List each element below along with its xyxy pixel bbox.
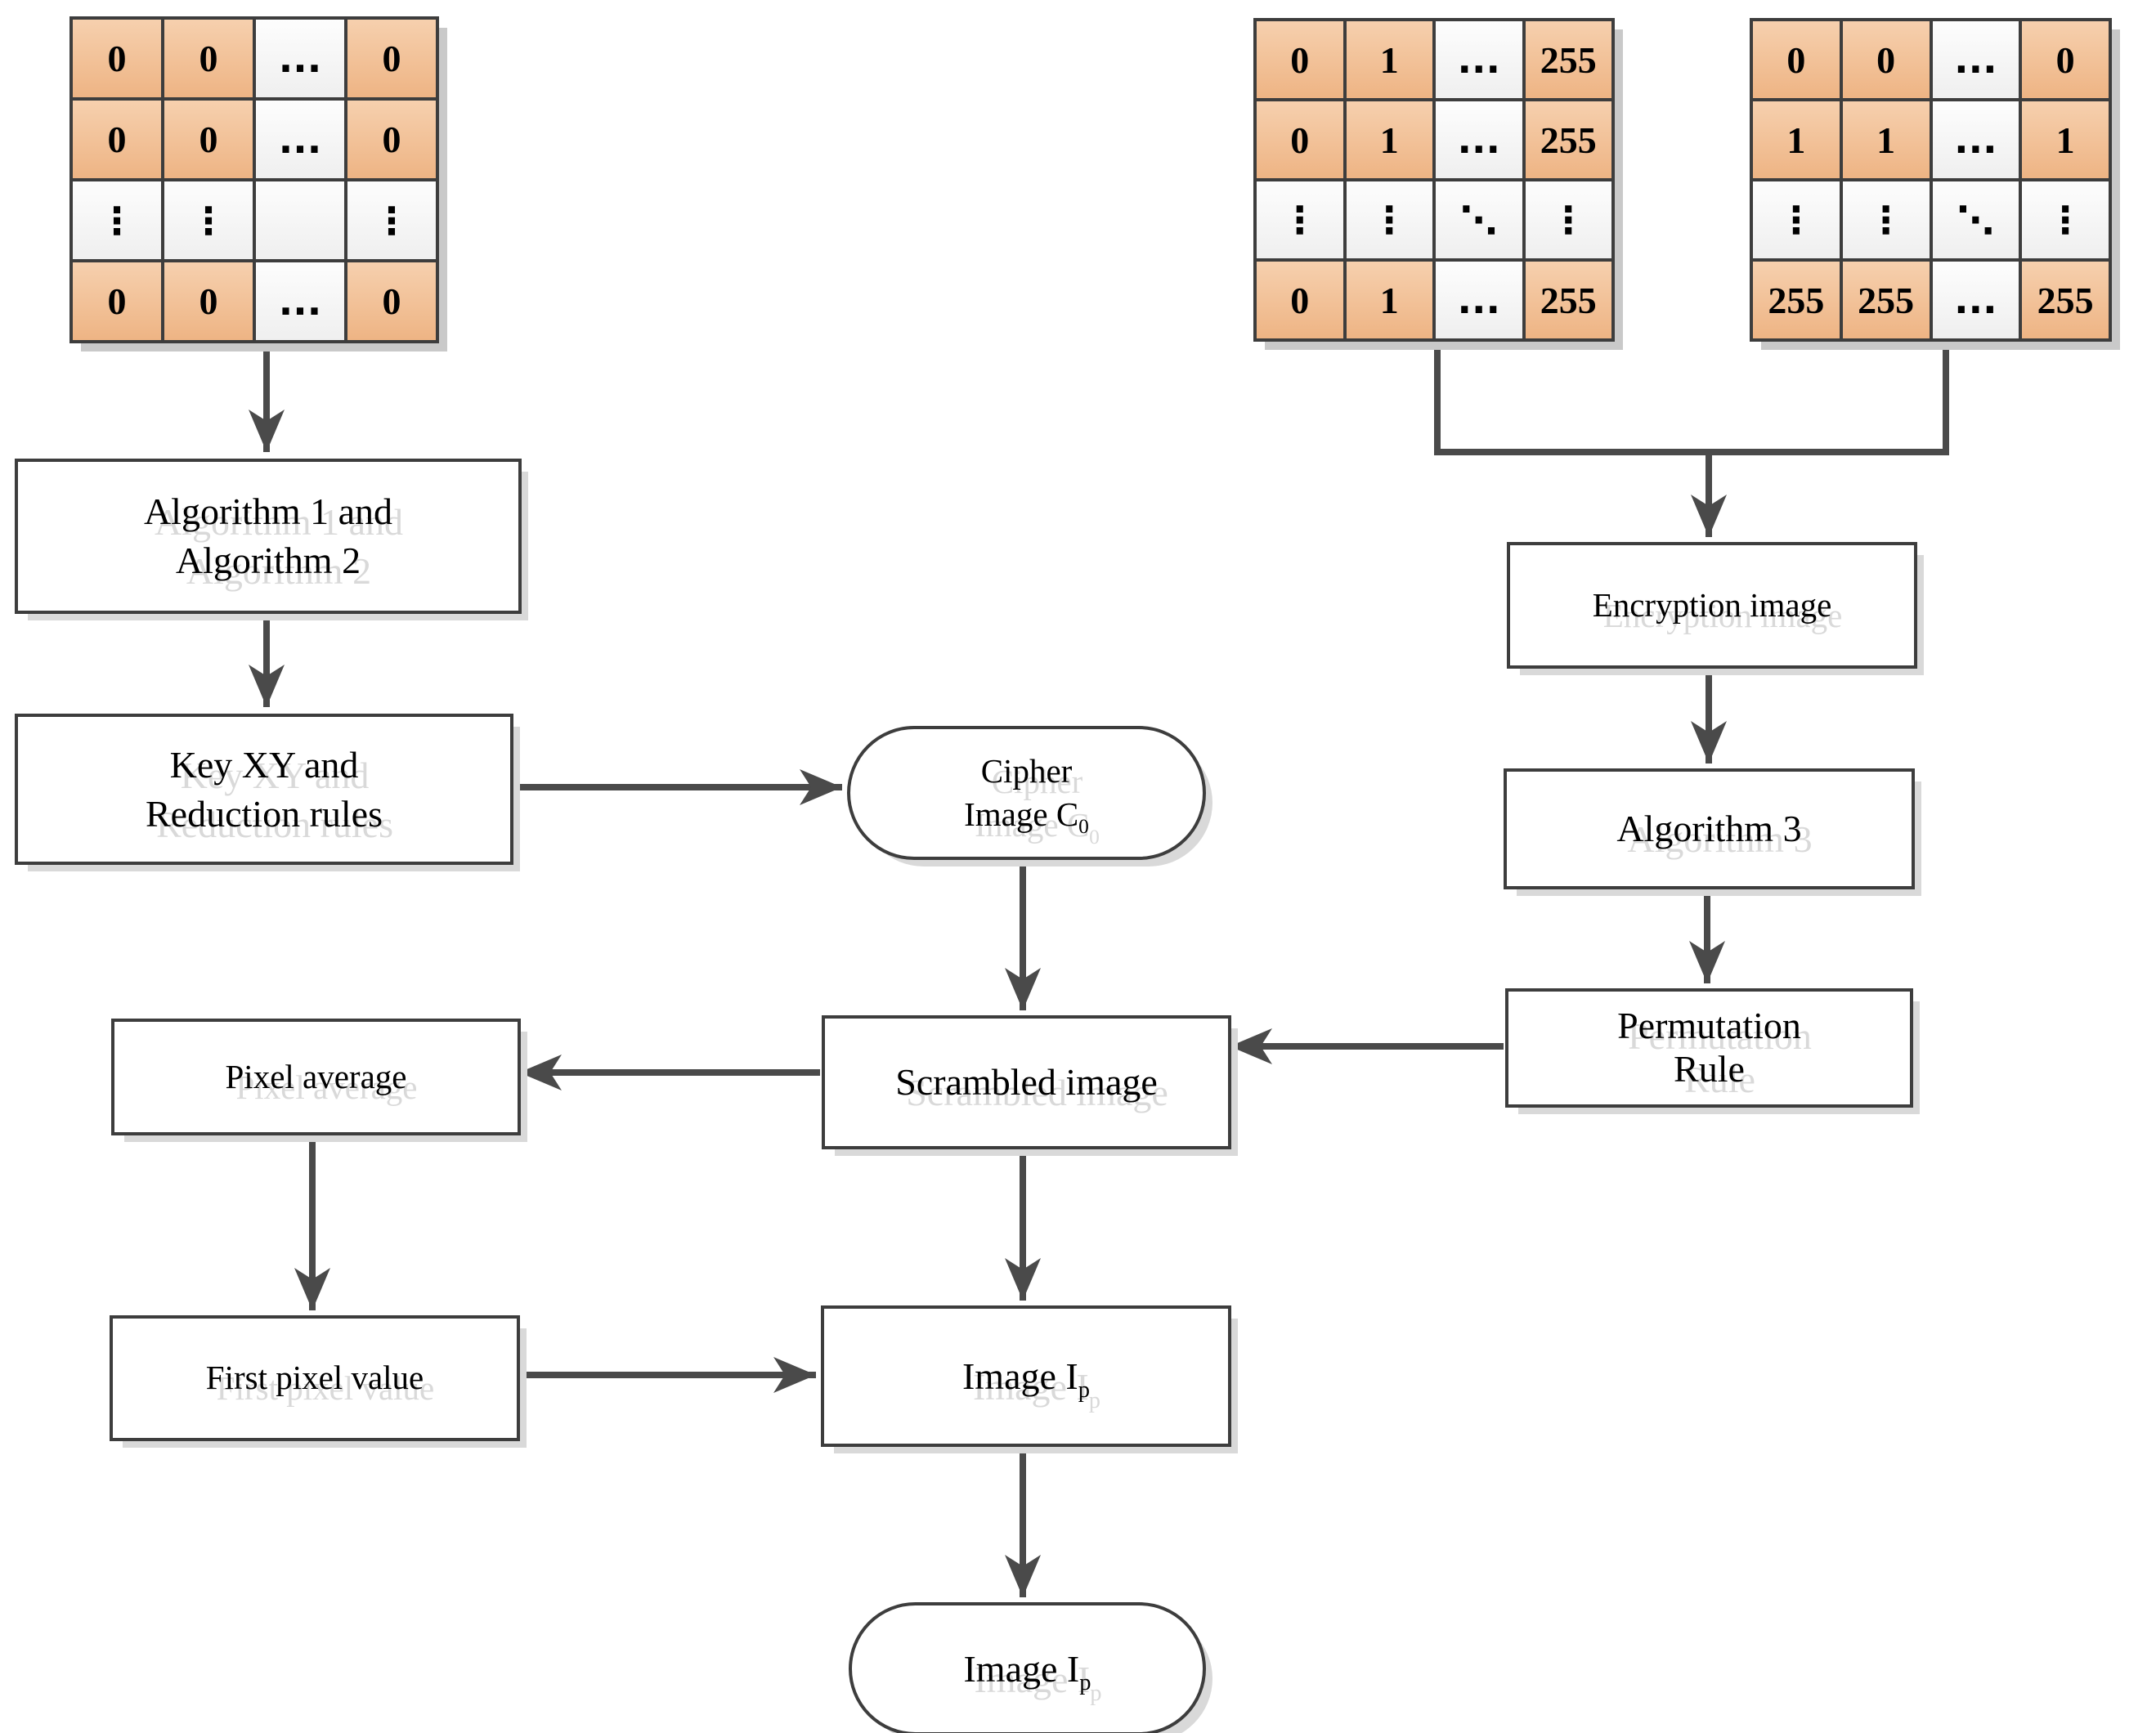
matrix-cell: 0 (161, 16, 256, 101)
matrix-cell: 255 (1839, 258, 1933, 342)
node-cipher-image-c0: Cipher Image C0 (847, 726, 1206, 860)
node-scrambled-image-label: Scrambled image (895, 1061, 1158, 1104)
node-image-ip-label: Image Ip (961, 1355, 1091, 1403)
matrix-cell: ... (1432, 98, 1526, 181)
matrix-cell: ⋮ (344, 178, 439, 262)
matrix-cell: ... (1929, 18, 2023, 101)
matrix-cell: ⋮ (2019, 178, 2112, 262)
matrix-cell: 0 (344, 259, 439, 343)
matrix-cell: 1 (1342, 18, 1436, 101)
node-image-ip-terminal-label: Image Ip (963, 1647, 1091, 1695)
matrix-cell: ⋱ (1432, 178, 1526, 262)
matrix-cell: 255 (1750, 258, 1843, 342)
node-key-xy-reduction-rules-label: Key XY and Reduction rules (146, 743, 383, 835)
matrix-cell: 0 (1839, 18, 1933, 101)
matrix-cell: ⋮ (1522, 178, 1615, 262)
matrix-cell: ⋱ (1929, 178, 2023, 262)
node-key-xy-reduction-rules: Key XY and Reduction rules (15, 714, 513, 865)
node-pixel-average-label: Pixel average (225, 1057, 407, 1095)
matrix-cell: ⋮ (161, 178, 256, 262)
matrix-cell: ... (1929, 258, 2023, 342)
node-image-ip: Image Ip (821, 1305, 1231, 1447)
matrix-cell: 1 (1342, 258, 1436, 342)
matrix-cell: 255 (1522, 258, 1615, 342)
node-permutation-rule-label: Permutation Rule (1617, 1005, 1801, 1090)
matrix-cell: ... (253, 16, 347, 101)
matrix-cell: 1 (1342, 98, 1436, 181)
matrix-cell: ... (253, 97, 347, 181)
matrix-cell: 255 (2019, 258, 2112, 342)
matrix-cell: 255 (1522, 18, 1615, 101)
node-first-pixel-value-label: First pixel value (205, 1359, 424, 1397)
matrix-cell: 1 (1839, 98, 1933, 181)
node-algorithm-3-label: Algorithm 3 (1616, 808, 1802, 850)
node-image-ip-terminal: Image Ip (849, 1602, 1206, 1733)
node-scrambled-image: Scrambled image (822, 1015, 1231, 1149)
matrix-cell: 0 (2019, 18, 2112, 101)
matrix-cell: ⋮ (1750, 178, 1843, 262)
node-cipher-image-c0-label: Cipher Image C0 (964, 751, 1089, 839)
matrix-cell: ⋮ (1839, 178, 1933, 262)
matrix-cell: ... (253, 259, 347, 343)
matrix-cell: 0 (161, 97, 256, 181)
matrix-cell: 0 (1750, 18, 1843, 101)
matrix-cell: 255 (1522, 98, 1615, 181)
matrix-cell: 0 (1253, 98, 1347, 181)
matrix-cell: 0 (1253, 258, 1347, 342)
matrix-cell: ... (1929, 98, 2023, 181)
node-first-pixel-value: First pixel value (110, 1315, 520, 1441)
matrix-cell: 0 (344, 16, 439, 101)
matrix-cell: ⋮ (69, 178, 164, 262)
connector-matrices-junction (1434, 342, 1949, 455)
node-algorithm-1-and-2-label: Algorithm 1 and Algorithm 2 (143, 490, 393, 581)
matrix-cell: 0 (69, 97, 164, 181)
matrix-cell: 0 (344, 97, 439, 181)
matrix-cell: ⋮ (1342, 178, 1436, 262)
node-encryption-image-label: Encryption image (1592, 585, 1832, 624)
matrix-cell: 1 (2019, 98, 2112, 181)
matrix-cell: ⋮ (1253, 178, 1347, 262)
node-pixel-average: Pixel average (111, 1019, 521, 1135)
node-permutation-rule: Permutation Rule (1505, 988, 1913, 1108)
matrix-cell: ... (1432, 18, 1526, 101)
matrix-cell: 1 (1750, 98, 1843, 181)
node-algorithm-1-and-2: Algorithm 1 and Algorithm 2 (15, 459, 522, 614)
matrix-cell: ... (1432, 258, 1526, 342)
node-algorithm-3: Algorithm 3 (1504, 768, 1915, 889)
matrix-cell: 0 (1253, 18, 1347, 101)
matrix-cell: 0 (161, 259, 256, 343)
matrix-cell (253, 178, 347, 262)
matrix-cell: 0 (69, 16, 164, 101)
node-encryption-image: Encryption image (1507, 542, 1917, 669)
matrix-cell: 0 (69, 259, 164, 343)
